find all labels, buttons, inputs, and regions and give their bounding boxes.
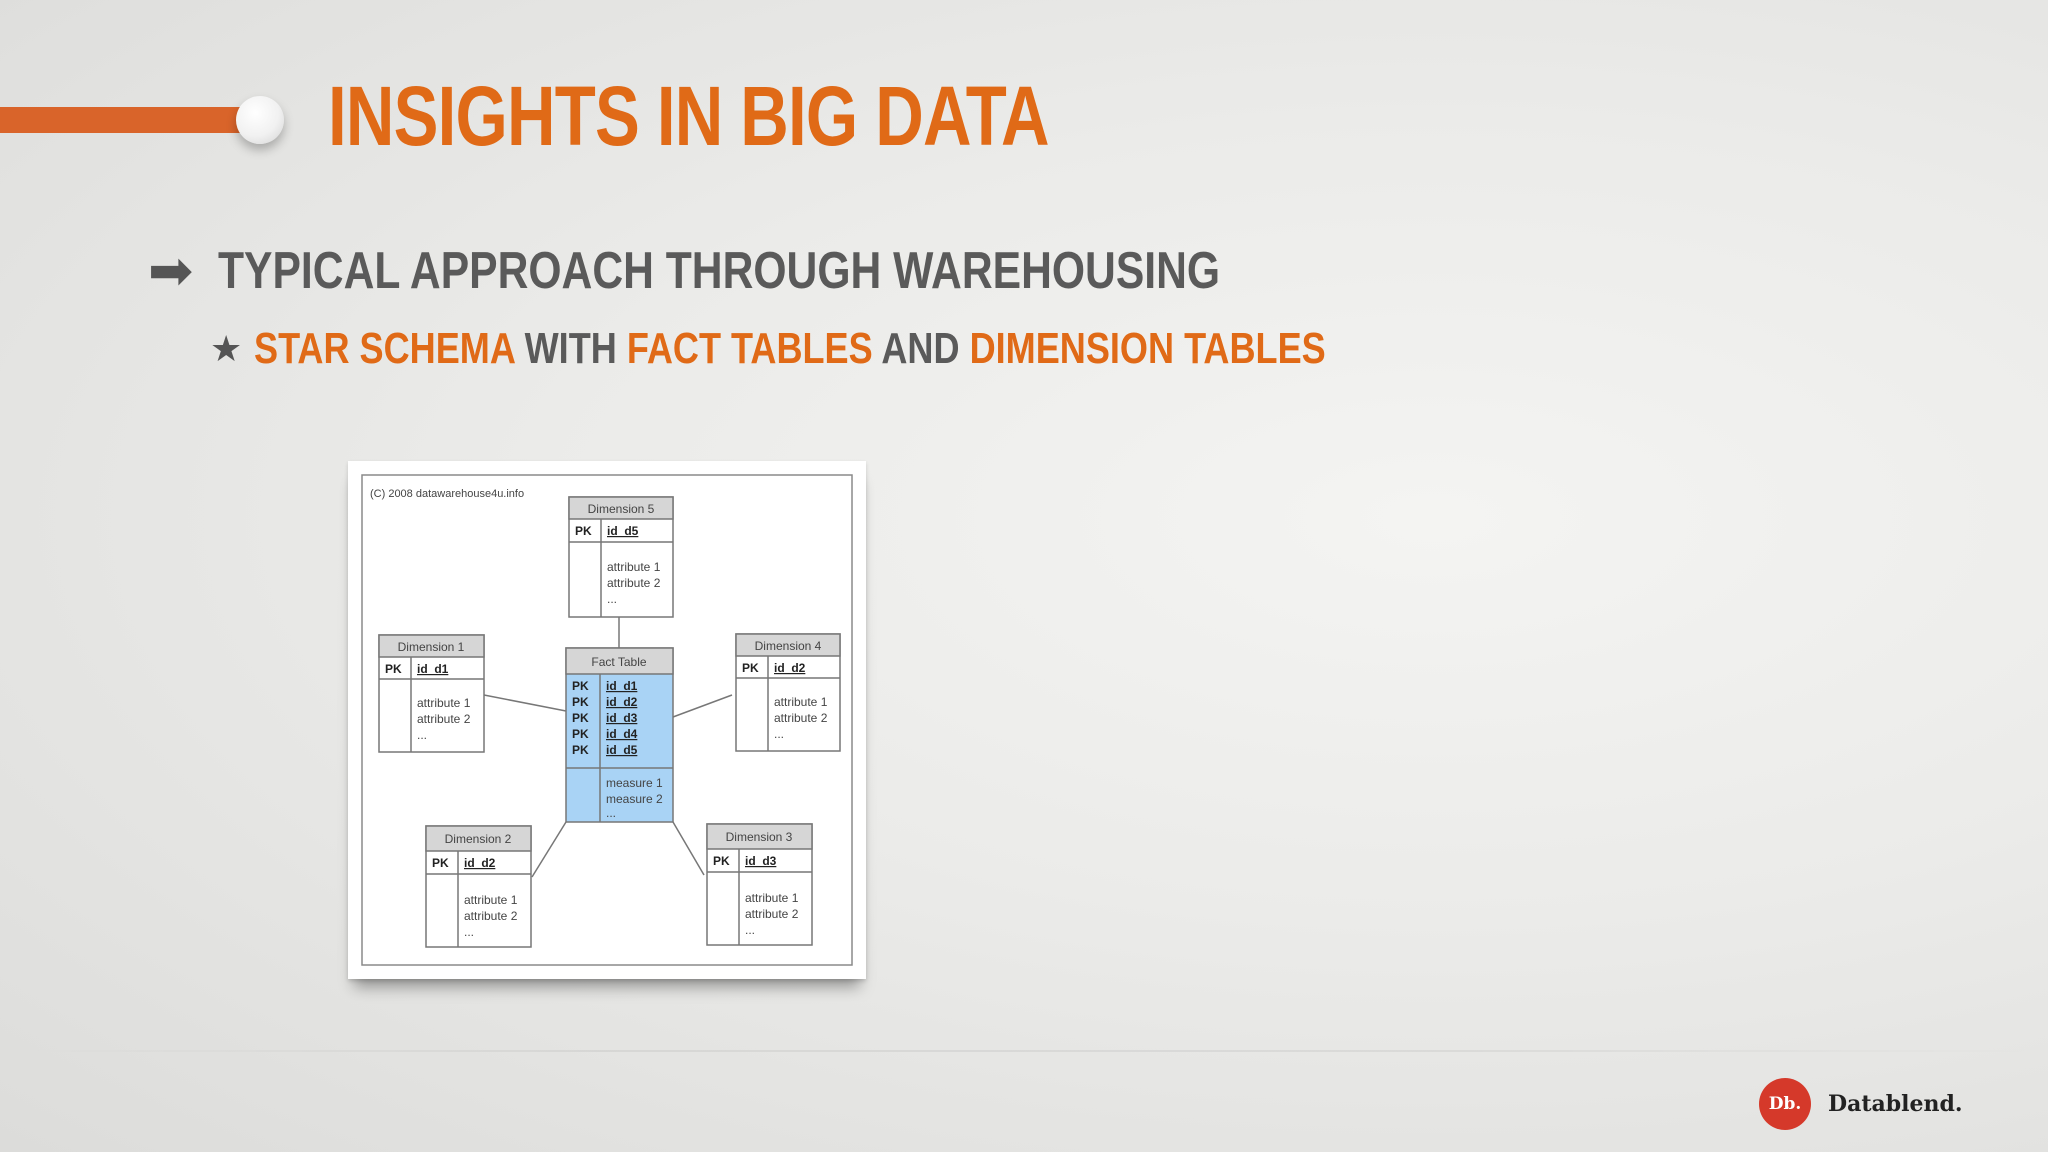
dimension-1-pk: PK [385,662,402,676]
fact-key-2: id_d2 [606,695,638,709]
dimension-4-id: id_d2 [774,661,806,675]
title-accent-bar [0,107,250,133]
dimension-5-table: Dimension 5 PK id_d5 attribute 1 attribu… [568,496,674,618]
fact-measure-2: measure 2 [606,792,663,806]
fact-key-3: id_d3 [606,711,638,725]
bullet-level-1: ➡ Typical approach through warehousing [148,236,1440,306]
bullet-2-text: Star schema with fact tables and dimensi… [254,324,1326,374]
dimension-3-id: id_d3 [745,854,777,868]
arrow-right-icon: ➡ [148,241,194,301]
bullet-2-and: and [881,324,960,373]
star-icon: ★ [210,328,243,369]
dimension-5-pk: PK [575,524,592,538]
fact-measure-more: ... [606,806,616,820]
bullet-2-highlight-star-schema: Star schema [254,324,515,373]
dimension-3-pk: PK [713,854,730,868]
dimension-1-attr-1: attribute 1 [417,696,471,710]
dimension-1-table: Dimension 1 PK id_d1 attribute 1 attribu… [378,634,485,753]
slide-title: Insights in Big Data [328,69,1050,163]
dimension-5-title: Dimension 5 [588,502,655,516]
dimension-4-attr-more: ... [774,727,784,741]
bullet-2-with: with [524,324,617,373]
fact-measure-1: measure 1 [606,776,663,790]
fact-pk-3: PK [572,711,589,725]
bullet-level-2: ★ Star schema with fact tables and dimen… [210,318,1561,380]
star-schema-figure: (C) 2008 datawarehouse4u.info Dimension … [348,461,866,979]
connector-d3 [672,821,705,876]
dimension-4-attr-1: attribute 1 [774,695,828,709]
title-accent-knob [236,96,284,144]
datablend-logo-badge: Db. [1759,1078,1811,1130]
floor-shadow-line [0,1050,2048,1052]
star-schema-diagram: (C) 2008 datawarehouse4u.info Dimension … [361,474,853,966]
dimension-1-id: id_d1 [417,662,449,676]
dimension-2-pk: PK [432,856,449,870]
dimension-2-id: id_d2 [464,856,496,870]
fact-pk-5: PK [572,743,589,757]
dimension-3-attr-1: attribute 1 [745,891,799,905]
dimension-3-attr-2: attribute 2 [745,907,799,921]
fact-pk-1: PK [572,679,589,693]
dimension-2-attr-2: attribute 2 [464,909,518,923]
connector-d2 [531,821,567,878]
dimension-2-attr-more: ... [464,925,474,939]
dimension-5-id: id_d5 [607,524,639,538]
dimension-2-attr-1: attribute 1 [464,893,518,907]
dimension-2-table: Dimension 2 PK id_d2 attribute 1 attribu… [425,825,532,948]
dimension-5-attr-more: ... [607,592,617,606]
diagram-copyright: (C) 2008 datawarehouse4u.info [370,488,524,500]
bullet-2-highlight-dimension-tables: dimension tables [969,324,1326,373]
dimension-3-title: Dimension 3 [726,830,793,844]
schema-connectors [483,617,733,878]
dimension-1-title: Dimension 1 [398,640,465,654]
dimension-5-attr-1: attribute 1 [607,560,661,574]
fact-table-title: Fact Table [591,655,646,669]
dimension-2-title: Dimension 2 [445,832,512,846]
dimension-1-attr-more: ... [417,728,427,742]
fact-key-1: id_d1 [606,679,638,693]
dimension-5-attr-2: attribute 2 [607,576,661,590]
dimension-3-table: Dimension 3 PK id_d3 attribute 1 attribu… [706,823,813,946]
datablend-logo-wordmark: Datablend. [1828,1091,1963,1117]
dimension-4-table: Dimension 4 PK id_d2 attribute 1 attribu… [735,633,841,752]
fact-key-5: id_d5 [606,743,638,757]
dimension-4-title: Dimension 4 [755,639,822,653]
bullet-2-highlight-fact-tables: fact tables [626,324,873,373]
connector-d1 [483,694,567,712]
fact-table: Fact Table PK id_d1 PK id_d2 PK id_d3 PK… [565,647,674,823]
dimension-3-attr-more: ... [745,923,755,937]
fact-key-4: id_d4 [606,727,638,741]
fact-pk-4: PK [572,727,589,741]
fact-pk-2: PK [572,695,589,709]
dimension-4-attr-2: attribute 2 [774,711,828,725]
dimension-4-pk: PK [742,661,759,675]
bullet-1-text: Typical approach through warehousing [218,242,1221,300]
connector-d4 [672,694,733,718]
dimension-1-attr-2: attribute 2 [417,712,471,726]
